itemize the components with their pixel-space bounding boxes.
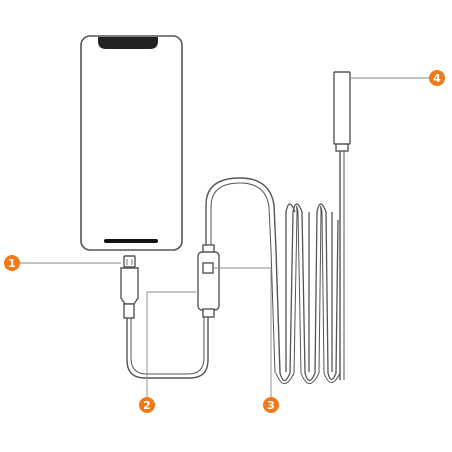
phone-home-bar bbox=[104, 239, 158, 243]
callout-badge-1: 1 bbox=[4, 255, 20, 271]
callout-leaders bbox=[20, 77, 430, 398]
cable-segment-b bbox=[205, 177, 281, 374]
plug-strain-relief bbox=[123, 303, 135, 319]
cable-segment-a bbox=[126, 316, 209, 379]
switch-body bbox=[197, 251, 220, 311]
connector-cable bbox=[120, 255, 209, 379]
phone-notch bbox=[98, 37, 158, 49]
probe-head bbox=[333, 71, 351, 145]
svg-text:4: 4 bbox=[433, 72, 441, 85]
callout-badge-3: 3 bbox=[263, 397, 279, 413]
switch-button bbox=[202, 262, 214, 274]
lightning-plug-tip bbox=[123, 255, 136, 268]
lightning-plug-housing bbox=[120, 267, 139, 305]
svg-text:1: 1 bbox=[8, 257, 16, 270]
camera-probe bbox=[333, 71, 351, 380]
inline-switch bbox=[197, 244, 220, 318]
switch-bottom-collar bbox=[202, 308, 215, 318]
cable-segment-a-inner bbox=[130, 316, 205, 375]
leader-3 bbox=[213, 267, 272, 398]
phone-body bbox=[80, 35, 183, 251]
callout-badge-2: 2 bbox=[139, 397, 155, 413]
coiled-cable bbox=[275, 203, 341, 384]
phone bbox=[80, 35, 183, 251]
leader-2 bbox=[146, 291, 196, 398]
svg-text:2: 2 bbox=[143, 399, 151, 412]
callout-badge-4: 4 bbox=[429, 70, 445, 86]
svg-text:3: 3 bbox=[267, 399, 275, 412]
